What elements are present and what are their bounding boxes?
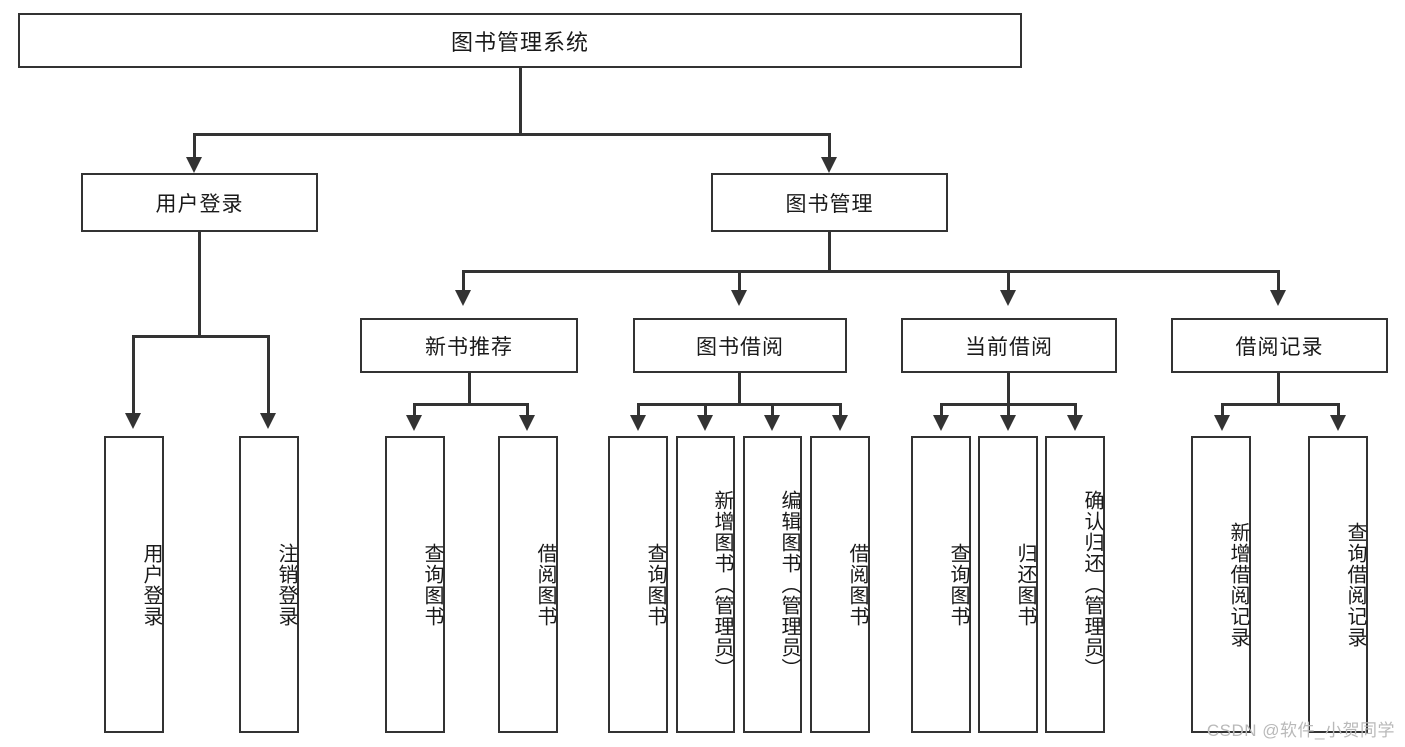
arrow-book-mgmt-to-records (1270, 290, 1286, 306)
node-root-system[interactable]: 图书管理系统 (18, 13, 1022, 68)
edge-records-bus (1221, 403, 1340, 406)
arrow-book-mgmt-to-new-books (455, 290, 471, 306)
node-label: 归还图书 (1014, 542, 1036, 627)
node-leaf-confirm-return-admin[interactable]: 确认归还（管理员） (1045, 436, 1105, 733)
edge-new-books-stem (468, 373, 471, 405)
node-label: 图书管理 (785, 192, 874, 216)
arrow-book-mgmt-to-current (1000, 290, 1016, 306)
node-label: 查询图书 (947, 542, 969, 627)
node-label: 新增图书（管理员） (711, 490, 733, 679)
edge-user-login-to-leaf-2 (267, 335, 270, 417)
node-leaf-borrow-books-new[interactable]: 借阅图书 (498, 436, 558, 733)
arrow-borrow-to-leaf-2 (697, 415, 713, 431)
edge-user-login-to-leaf-1 (132, 335, 135, 417)
arrow-current-to-leaf-3 (1067, 415, 1083, 431)
edge-current-to-leaf-2 (1007, 403, 1010, 419)
arrow-current-to-leaf-2 (1000, 415, 1016, 431)
arrow-borrow-to-leaf-1 (630, 415, 646, 431)
node-book-management[interactable]: 图书管理 (711, 173, 948, 232)
arrow-borrow-to-leaf-4 (832, 415, 848, 431)
node-label: 查询图书 (421, 542, 443, 627)
node-current-borrow[interactable]: 当前借阅 (901, 318, 1117, 373)
node-leaf-query-books-current[interactable]: 查询图书 (911, 436, 971, 733)
edge-current-to-leaf-3 (1074, 403, 1077, 419)
edge-borrow-stem (738, 373, 741, 405)
edge-records-to-leaf-2 (1337, 403, 1340, 419)
node-label: 新增借阅记录 (1227, 521, 1249, 648)
node-label: 用户登录 (140, 542, 162, 627)
edge-book-mgmt-to-current (1007, 270, 1010, 294)
node-label: 确认归还（管理员） (1081, 490, 1103, 679)
edge-user-login-bus (132, 335, 270, 338)
edge-book-mgmt-stem (828, 232, 831, 272)
node-leaf-add-book-admin[interactable]: 新增图书（管理员） (676, 436, 735, 733)
node-leaf-borrow-books[interactable]: 借阅图书 (810, 436, 870, 733)
node-label: 借阅图书 (846, 542, 868, 627)
node-book-borrow[interactable]: 图书借阅 (633, 318, 847, 373)
edge-records-stem (1277, 373, 1280, 405)
node-leaf-edit-book-admin[interactable]: 编辑图书（管理员） (743, 436, 802, 733)
edge-book-mgmt-to-borrow (738, 270, 741, 294)
arrow-root-to-book-mgmt (821, 157, 837, 173)
edge-book-mgmt-to-new-books (462, 270, 465, 294)
edge-borrow-to-leaf-3 (771, 403, 774, 419)
node-label: 用户登录 (155, 192, 244, 216)
arrow-records-to-leaf-1 (1214, 415, 1230, 431)
node-label: 借阅图书 (534, 542, 556, 627)
arrow-user-login-to-leaf-1 (125, 413, 141, 429)
node-user-login[interactable]: 用户登录 (81, 173, 318, 232)
node-leaf-query-books-new[interactable]: 查询图书 (385, 436, 445, 733)
edge-user-login-stem (198, 232, 201, 337)
node-label: 当前借阅 (965, 335, 1053, 359)
arrow-borrow-to-leaf-3 (764, 415, 780, 431)
edge-new-books-to-leaf-1 (413, 403, 416, 419)
node-leaf-return-books[interactable]: 归还图书 (978, 436, 1038, 733)
node-label: 查询借阅记录 (1344, 521, 1366, 648)
node-label: 查询图书 (644, 542, 666, 627)
node-borrow-records[interactable]: 借阅记录 (1171, 318, 1388, 373)
edge-borrow-to-leaf-1 (637, 403, 640, 419)
node-leaf-logout[interactable]: 注销登录 (239, 436, 299, 733)
edge-records-to-leaf-1 (1221, 403, 1224, 419)
node-leaf-add-borrow-record[interactable]: 新增借阅记录 (1191, 436, 1251, 733)
edge-root-to-book-mgmt (828, 133, 831, 161)
edge-root-bus (193, 133, 831, 136)
node-leaf-query-borrow-record[interactable]: 查询借阅记录 (1308, 436, 1368, 733)
edge-borrow-to-leaf-4 (839, 403, 842, 419)
node-label: 借阅记录 (1235, 335, 1324, 359)
node-label: 图书管理系统 (450, 29, 589, 55)
arrow-records-to-leaf-2 (1330, 415, 1346, 431)
edge-borrow-to-leaf-2 (704, 403, 707, 419)
arrow-book-mgmt-to-borrow (731, 290, 747, 306)
node-new-book-recommend[interactable]: 新书推荐 (360, 318, 578, 373)
csdn-watermark: CSDN @软件_小贺同学 (1206, 721, 1395, 740)
edge-current-to-leaf-1 (940, 403, 943, 419)
arrow-user-login-to-leaf-2 (260, 413, 276, 429)
node-leaf-query-books-borrow[interactable]: 查询图书 (608, 436, 668, 733)
edge-root-to-user-login (193, 133, 196, 161)
edge-new-books-bus (413, 403, 529, 406)
arrow-current-to-leaf-1 (933, 415, 949, 431)
node-label: 图书借阅 (696, 335, 784, 359)
edge-root-stem (519, 68, 522, 135)
arrow-new-books-to-leaf-1 (406, 415, 422, 431)
arrow-root-to-user-login (186, 157, 202, 173)
edge-book-mgmt-to-records (1277, 270, 1280, 294)
arrow-new-books-to-leaf-2 (519, 415, 535, 431)
node-leaf-user-login[interactable]: 用户登录 (104, 436, 164, 733)
edge-new-books-to-leaf-2 (526, 403, 529, 419)
edge-borrow-bus (637, 403, 842, 406)
node-label: 新书推荐 (425, 335, 513, 359)
node-label: 编辑图书（管理员） (778, 490, 800, 679)
edge-current-stem (1007, 373, 1010, 405)
node-label: 注销登录 (275, 542, 297, 627)
edge-book-mgmt-bus (462, 270, 1280, 273)
